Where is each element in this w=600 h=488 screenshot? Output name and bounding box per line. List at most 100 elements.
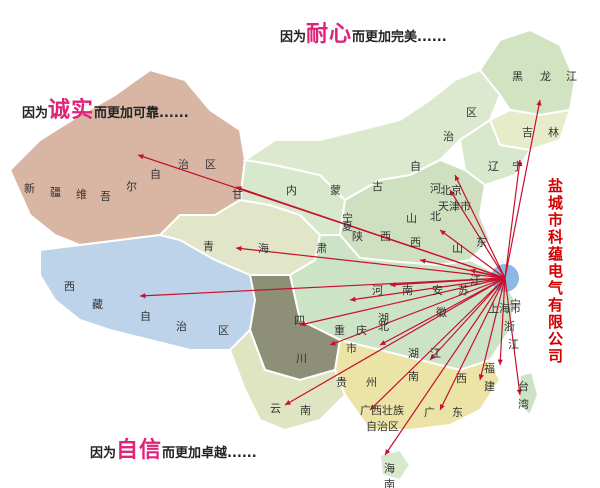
arrow-head xyxy=(440,404,445,410)
arrow-head xyxy=(420,258,426,264)
distribution-arrow xyxy=(349,277,506,301)
distribution-arrow xyxy=(504,99,541,279)
slogan-keyword: 诚实 xyxy=(48,97,95,123)
distribution-arrow xyxy=(299,277,506,326)
province-label: 贵 xyxy=(336,376,347,389)
province-label: 西 xyxy=(456,372,467,385)
province-label: 四 xyxy=(294,314,305,327)
province-label: 西 xyxy=(64,280,75,293)
arrow-head xyxy=(516,389,522,395)
distribution-arrow xyxy=(479,277,506,381)
arrow-head xyxy=(470,268,476,274)
arrow-head xyxy=(138,154,144,160)
province-label: 江 xyxy=(430,347,441,360)
arrow-head xyxy=(478,374,484,380)
arrow-head xyxy=(350,296,356,302)
region-inner-mongolia xyxy=(242,68,502,202)
province-label: 南 xyxy=(300,404,311,417)
province-label: 山 xyxy=(452,242,463,255)
province-label: 安 xyxy=(432,284,443,297)
province-label: 南 xyxy=(384,478,395,488)
province-label: 尔 xyxy=(126,180,137,193)
region-hainan xyxy=(378,448,412,482)
arrow-group xyxy=(137,99,542,456)
arrow-head xyxy=(370,404,376,410)
province-label: 治 xyxy=(443,130,454,143)
province-label: 天津市 xyxy=(438,200,471,213)
province-label: 山 xyxy=(406,212,417,225)
region-taiwan xyxy=(516,370,540,417)
province-label: 海 xyxy=(384,462,395,475)
province-label: 河 xyxy=(430,182,441,195)
province-label: 徽 xyxy=(436,306,447,319)
province-label: 藏 xyxy=(92,298,103,311)
distribution-arrow xyxy=(379,277,506,346)
arrow-head xyxy=(516,160,522,166)
province-label: 宁 xyxy=(512,160,523,173)
arrow-head xyxy=(380,340,386,345)
arrow-head xyxy=(140,293,146,299)
province-label: 宁 xyxy=(342,212,353,225)
province-label: 龙 xyxy=(540,70,551,83)
province-label: 自 xyxy=(140,310,151,323)
distribution-arrow xyxy=(504,277,521,396)
slogan-prefix: 因为 xyxy=(280,30,307,45)
province-label: 福 xyxy=(484,362,495,375)
province-label: 西 xyxy=(380,230,391,243)
distribution-arrow xyxy=(389,277,506,286)
distribution-arrow xyxy=(139,277,506,297)
arrow-head xyxy=(440,230,446,236)
distribution-arrow xyxy=(439,229,506,279)
province-label: 肃 xyxy=(316,242,327,255)
distribution-arrow xyxy=(329,277,506,346)
province-label: 江 xyxy=(566,70,577,83)
province-label: 湾 xyxy=(518,398,529,411)
slogan-prefix: 因为 xyxy=(90,446,117,461)
province-label: 蒙 xyxy=(330,184,341,197)
distribution-arrow xyxy=(235,247,506,279)
arrow-head xyxy=(285,400,291,405)
arrow-head xyxy=(330,340,336,346)
slogan-patience: 因为耐心而更加完美...... xyxy=(280,16,447,48)
province-label: 治 xyxy=(176,320,187,333)
province-label: 自 xyxy=(410,160,421,173)
province-label: 建 xyxy=(484,380,495,393)
slogan-honesty: 因为诚实而更加可靠...... xyxy=(22,92,189,124)
province-label: 台 xyxy=(518,380,529,393)
distribution-arrow xyxy=(439,277,506,411)
province-label: 州 xyxy=(366,376,377,389)
province-label: 陕 xyxy=(352,230,363,243)
province-label: 海 xyxy=(258,242,269,255)
province-label: 广 xyxy=(424,406,435,419)
province-label: 辽 xyxy=(488,160,499,173)
distribution-arrow xyxy=(284,277,506,406)
distribution-arrow xyxy=(449,189,506,279)
slogan-keyword: 自信 xyxy=(116,437,163,463)
distribution-arrow xyxy=(369,277,506,411)
province-label: 林 xyxy=(548,126,559,139)
province-label: 湖 xyxy=(378,312,389,325)
province-label: 浙 xyxy=(504,320,515,333)
province-label: 古 xyxy=(372,180,383,193)
province-label: 南 xyxy=(402,284,413,297)
province-label: 苏 xyxy=(458,284,469,297)
province-label: 川 xyxy=(296,352,307,365)
slogan-keyword: 耐心 xyxy=(306,21,353,47)
slogan-suffix: 而更加完美...... xyxy=(352,30,447,45)
distribution-arrow xyxy=(384,277,506,456)
province-label: 吾 xyxy=(100,190,111,203)
company-name: 盐城市科蕴电气有限公司 xyxy=(548,177,564,365)
province-label: 江 xyxy=(508,338,519,351)
province-label: 区 xyxy=(218,324,229,337)
province-label: 宁 xyxy=(510,298,521,311)
province-label: 河 xyxy=(372,284,383,297)
province-label: 区 xyxy=(466,106,477,119)
province-label: 自治区 xyxy=(366,420,399,433)
province-label: 云 xyxy=(270,402,281,415)
arrow-head xyxy=(300,321,306,327)
province-label: 北 xyxy=(430,210,441,223)
province-label: 疆 xyxy=(50,186,61,199)
province-label: 湖 xyxy=(408,347,419,360)
